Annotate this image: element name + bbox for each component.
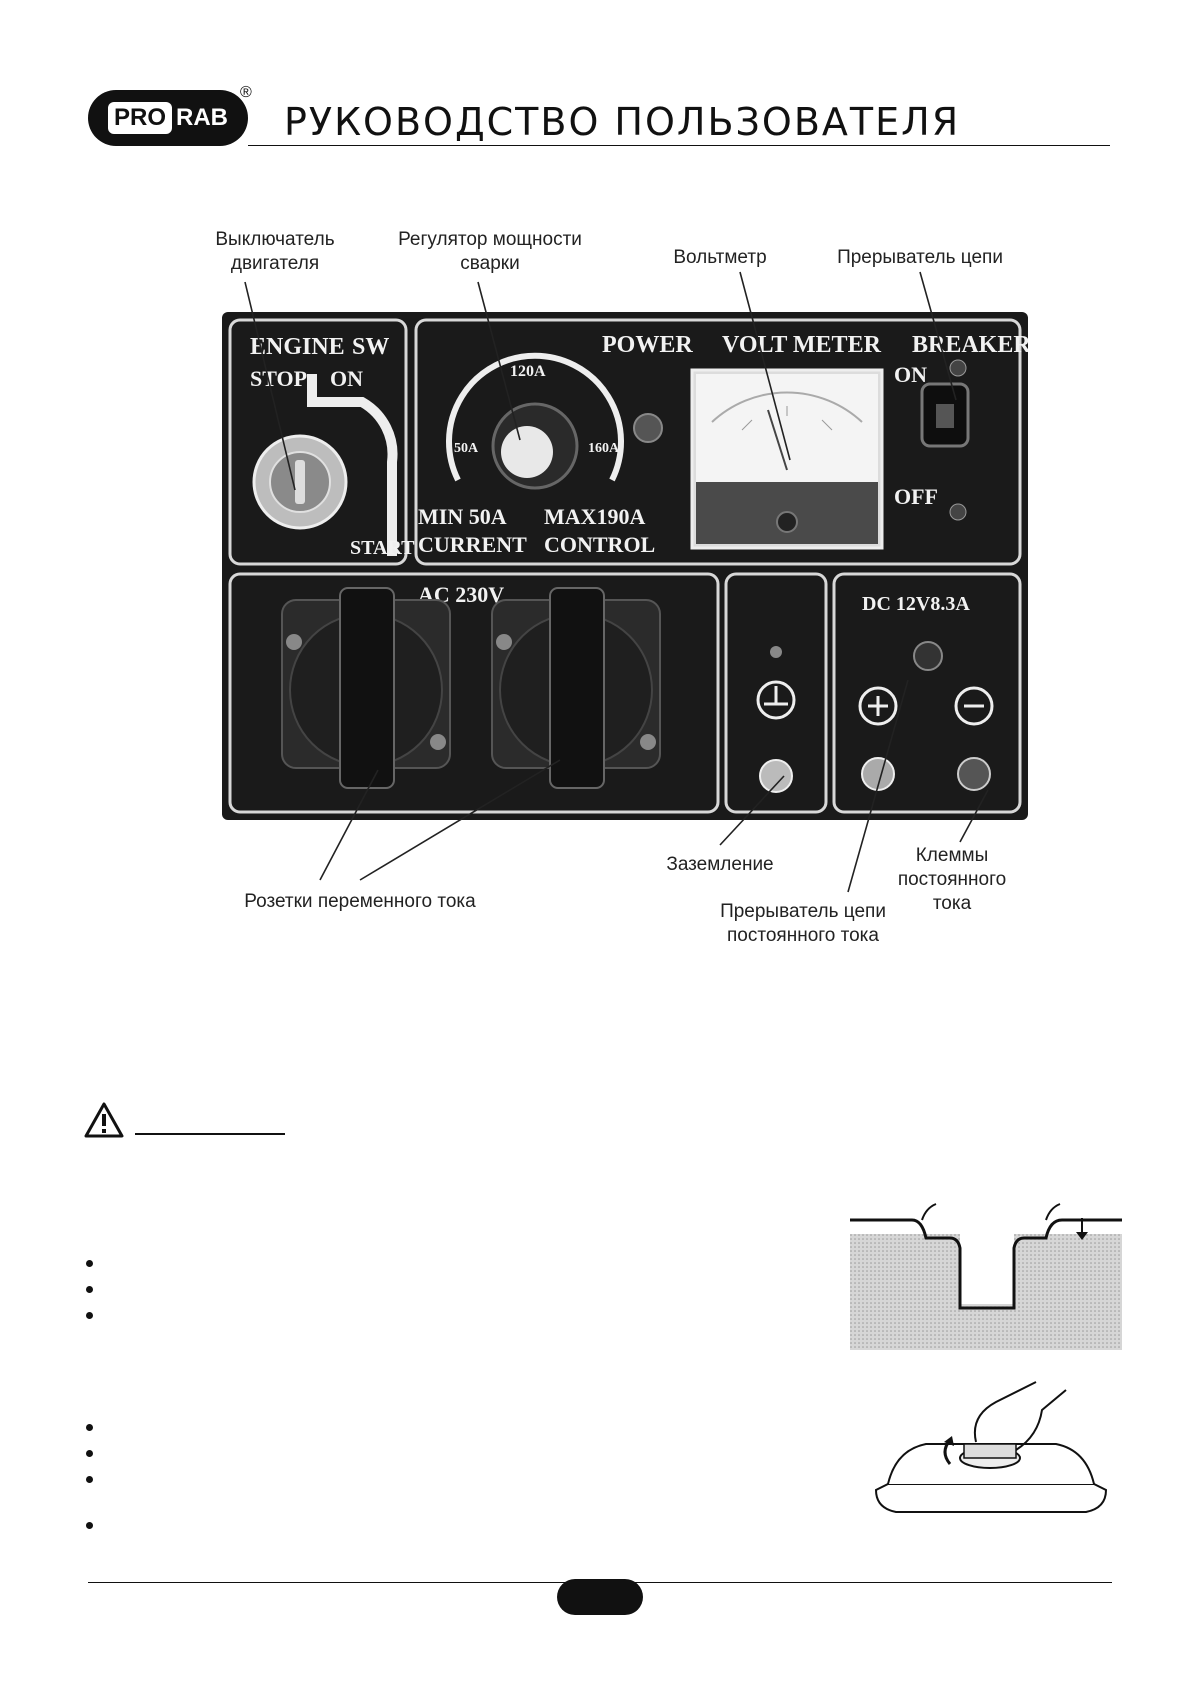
dc-breaker-button	[913, 641, 943, 671]
ground-symbol	[756, 680, 796, 720]
warning-triangle-icon	[84, 1102, 124, 1138]
fuel-level-illustration	[850, 1203, 1122, 1350]
label-max: MAX190A	[544, 504, 646, 529]
start-arc	[307, 374, 398, 556]
control-panel-drawing: ENGINE SW STOP ON START POWER VOLT METER…	[228, 318, 1028, 814]
callout-welding-regulator: Регулятор мощности сварки	[398, 229, 582, 274]
logo-rab-text: RAB	[176, 104, 228, 131]
dc-minus-symbol	[954, 686, 994, 726]
label-breaker-off: OFF	[894, 484, 938, 509]
label-power: POWER	[602, 332, 693, 358]
bullet-7	[86, 1522, 93, 1529]
callout-dc-breaker: Прерыватель цепи постоянного тока	[720, 901, 886, 946]
voltmeter-needle	[767, 409, 788, 471]
label-min: MIN 50A	[418, 504, 507, 529]
dial-160a: 160A	[588, 441, 620, 456]
bullet-4	[86, 1424, 93, 1431]
bullet-6	[86, 1476, 93, 1483]
bullet-1	[86, 1260, 93, 1267]
engine-section-frame	[228, 318, 408, 566]
warning-heading-underline	[135, 1133, 285, 1135]
label-engine: ENGINE	[250, 334, 345, 360]
bullet-2	[86, 1286, 93, 1293]
label-control: CONTROL	[544, 532, 655, 557]
bullet-5	[86, 1450, 93, 1457]
logo-pro-text: PRO	[107, 102, 172, 134]
ground-screw	[770, 646, 782, 658]
callout-ac-outlets: Розетки переменного тока	[244, 891, 476, 912]
label-sw: SW	[352, 334, 389, 360]
ac-outlet-left	[281, 587, 451, 789]
dial-scale-arc	[446, 352, 624, 482]
ground-section-frame	[724, 572, 828, 814]
label-on: ON	[330, 366, 363, 391]
label-volt-meter: VOLT METER	[722, 332, 882, 358]
bullet-3	[86, 1312, 93, 1319]
callout-engine-switch: Выключатель двигателя	[215, 229, 335, 274]
power-indicator-lamp	[633, 413, 663, 443]
prorab-logo: PRO RAB	[88, 90, 248, 146]
label-breaker: BREAKER	[912, 332, 1028, 358]
label-current: CURRENT	[418, 532, 527, 557]
dc-terminal-plus	[861, 757, 895, 791]
ground-terminal	[759, 759, 793, 793]
page-number-badge	[557, 1579, 643, 1615]
callout-dc-terminals: Клеммы постоянного тока	[897, 845, 1007, 914]
power-section-frame	[414, 318, 1022, 566]
label-dc: DC 12V8.3A	[862, 593, 970, 615]
callout-breaker: Прерыватель цепи	[837, 247, 1003, 268]
label-breaker-on: ON	[894, 362, 927, 387]
dc-plus-symbol	[858, 686, 898, 726]
dc-terminal-minus	[957, 757, 991, 791]
page-header-title: РУКОВОДСТВО ПОЛЬЗОВАТЕЛЯ	[284, 100, 961, 144]
header-rule	[248, 145, 1110, 146]
label-stop: STOP	[250, 366, 307, 391]
dc-section-frame	[832, 572, 1022, 814]
callout-voltmeter: Вольтметр	[673, 247, 767, 268]
label-start: START	[350, 537, 415, 559]
registered-mark: ®	[240, 84, 252, 101]
callout-grounding: Заземление	[666, 854, 774, 875]
knob-face	[501, 426, 553, 478]
dial-50a: 50A	[454, 441, 479, 456]
fuel-cap-illustration	[874, 1381, 1108, 1513]
ac-outlet-right	[491, 587, 661, 789]
dial-120a: 120A	[510, 363, 546, 380]
